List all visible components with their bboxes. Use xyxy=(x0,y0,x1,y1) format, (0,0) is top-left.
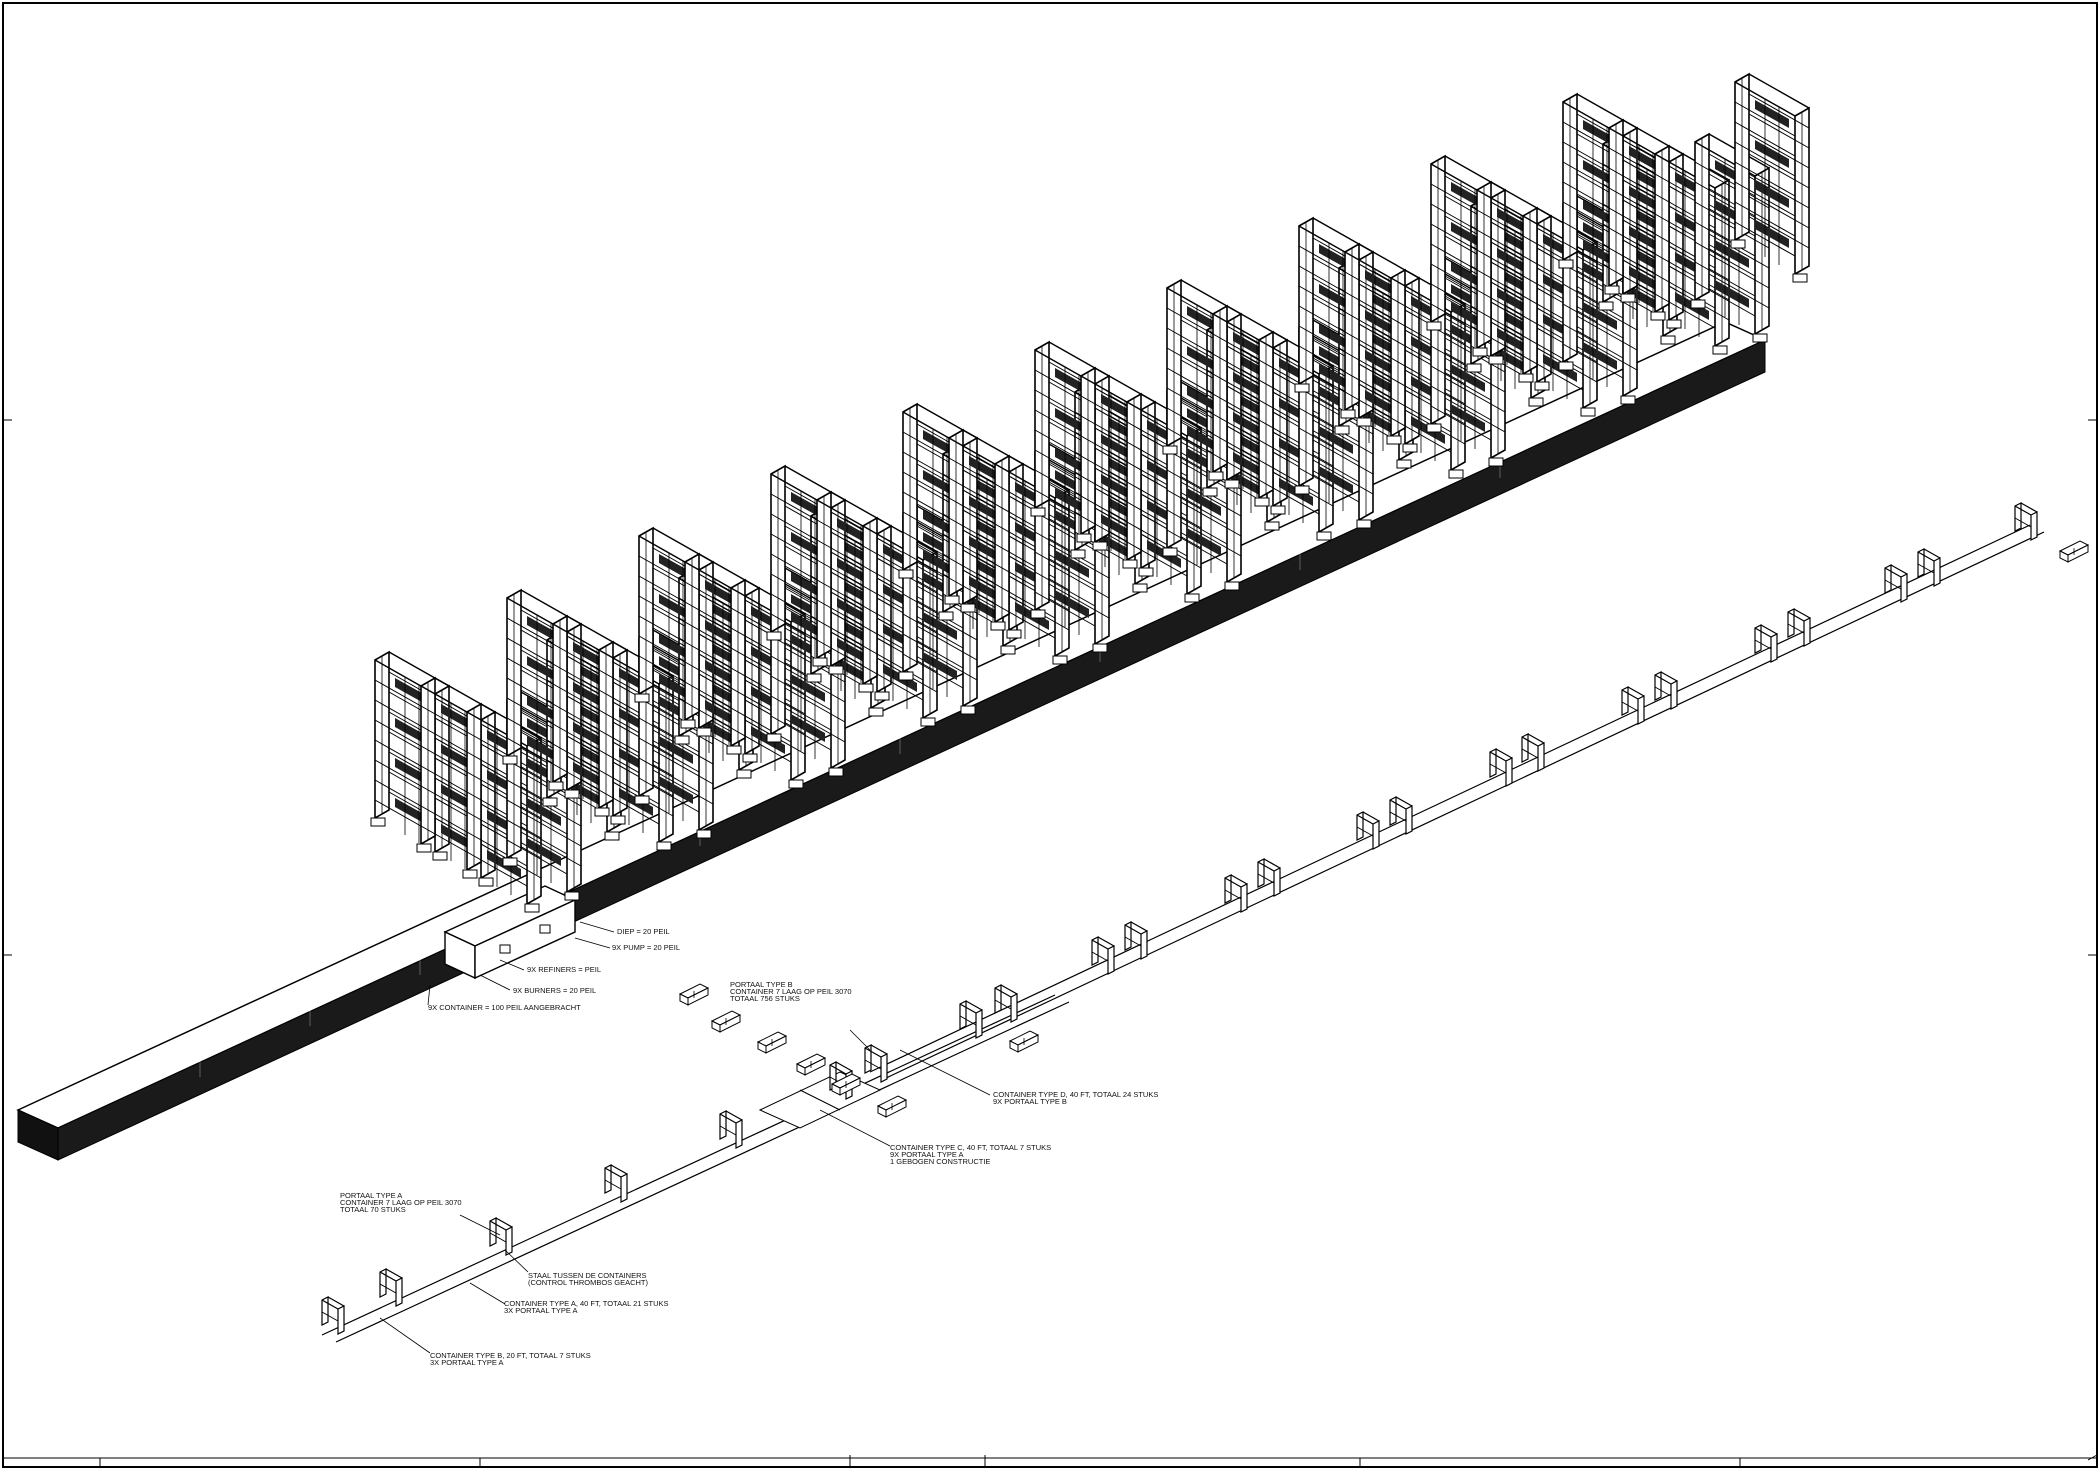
office-block xyxy=(443,885,577,980)
portal-frame xyxy=(994,984,1018,1023)
portal-frame xyxy=(959,1000,983,1039)
crate xyxy=(679,983,709,1006)
portal-frame xyxy=(379,1268,403,1307)
crate xyxy=(1009,1030,1039,1053)
note-diep: DIEP = 20 PEIL xyxy=(617,927,670,936)
portal-frame xyxy=(1917,548,1941,587)
portal-frame xyxy=(1489,748,1513,787)
note-staal: STAAL TUSSEN DE CONTAINERS (CONTROL THRO… xyxy=(528,1271,649,1287)
portal-frame xyxy=(1257,858,1281,897)
crate xyxy=(796,1053,826,1076)
portal-frame xyxy=(1389,796,1413,835)
note-container-type-a: CONTAINER TYPE A, 40 FT, TOTAAL 21 STUKS… xyxy=(504,1299,671,1315)
portal-frame xyxy=(1224,874,1248,913)
portal-frame xyxy=(1521,733,1545,772)
portal-frame xyxy=(1356,811,1380,850)
note-portal-type-a: PORTAAL TYPE A CONTAINER 7 LAAG OP PEIL … xyxy=(340,1191,464,1214)
annotations: DIEP = 20 PEIL 9X PUMP = 20 PEIL 9X REFI… xyxy=(340,927,1160,1367)
portal-frame xyxy=(489,1217,513,1256)
portal-frame xyxy=(1091,936,1115,975)
note-burners: 9X BURNERS = 20 PEIL xyxy=(513,986,596,995)
portal-frame xyxy=(1621,686,1645,725)
rack-bays xyxy=(371,74,1809,912)
note-container-type-b: CONTAINER TYPE B, 20 FT, TOTAAL 7 STUKS … xyxy=(430,1351,593,1367)
portal-frame xyxy=(1124,921,1148,960)
portal-frame xyxy=(321,1296,345,1335)
leader-lines xyxy=(379,921,991,1354)
note-portal-type-b: PORTAAL TYPE B CONTAINER 7 LAAG OP PEIL … xyxy=(730,980,854,1003)
note-container-type-c: CONTAINER TYPE C, 40 FT, TOTAAL 7 STUKS … xyxy=(890,1143,1053,1166)
portal-frame xyxy=(2014,502,2038,541)
portal-frame xyxy=(1754,624,1778,663)
note-pump: 9X PUMP = 20 PEIL xyxy=(612,943,680,952)
note-container: 9X CONTAINER = 100 PEIL AANGEBRACHT xyxy=(428,1003,581,1012)
portal-frame xyxy=(719,1110,743,1149)
portal-frame xyxy=(604,1164,628,1203)
crate xyxy=(2059,540,2089,563)
crate xyxy=(757,1031,787,1054)
portal-frame xyxy=(1654,671,1678,710)
crate xyxy=(877,1095,907,1118)
portal-frame xyxy=(864,1044,888,1083)
portal-frame xyxy=(1787,608,1811,647)
note-container-type-d: CONTAINER TYPE D, 40 FT, TOTAAL 24 STUKS… xyxy=(993,1090,1160,1106)
note-refiners: 9X REFINERS = PEIL xyxy=(527,965,601,974)
crate xyxy=(711,1010,741,1033)
portal-line xyxy=(321,502,2045,1343)
portal-frame xyxy=(1884,564,1908,603)
